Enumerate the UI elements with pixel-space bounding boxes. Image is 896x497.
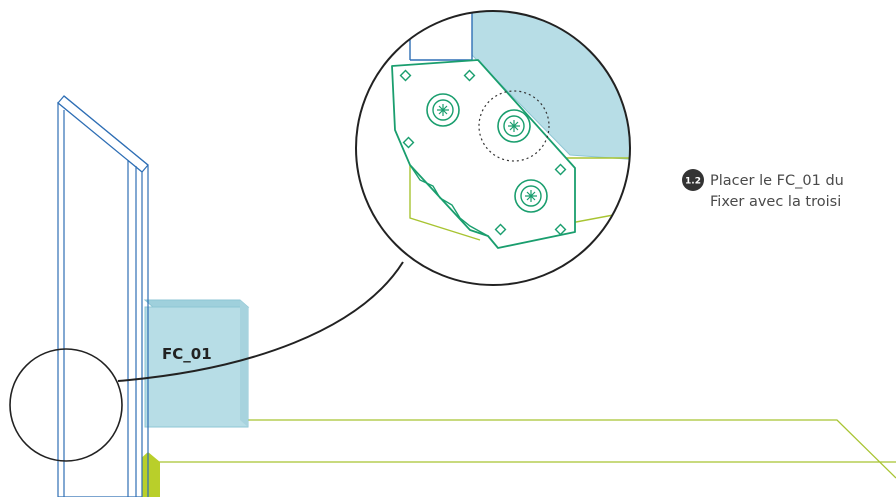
step-instruction: 1.2 Placer le FC_01 du Fixer avec la tro…	[682, 169, 844, 210]
magnifier-circle-icon	[9, 348, 123, 462]
bracket-holes	[399, 69, 567, 236]
zoom-connector	[117, 261, 404, 382]
floor-outline	[59, 419, 896, 496]
screw-head-icon	[426, 93, 460, 127]
zoom-bubble-border	[355, 10, 631, 286]
step-badge-label: 1.2	[685, 177, 701, 187]
zoom-detail	[356, 11, 630, 285]
step-badge	[682, 169, 704, 191]
fc01-label: FC_01	[162, 345, 212, 363]
fc01-block	[143, 299, 250, 428]
step-line-1: Placer le FC_01 du	[710, 173, 844, 189]
step-line-2: Fixer avec la troisi	[710, 194, 841, 210]
screw-head-icon	[514, 179, 548, 213]
screw-head-icon	[478, 90, 550, 162]
vertical-panel	[57, 95, 149, 497]
